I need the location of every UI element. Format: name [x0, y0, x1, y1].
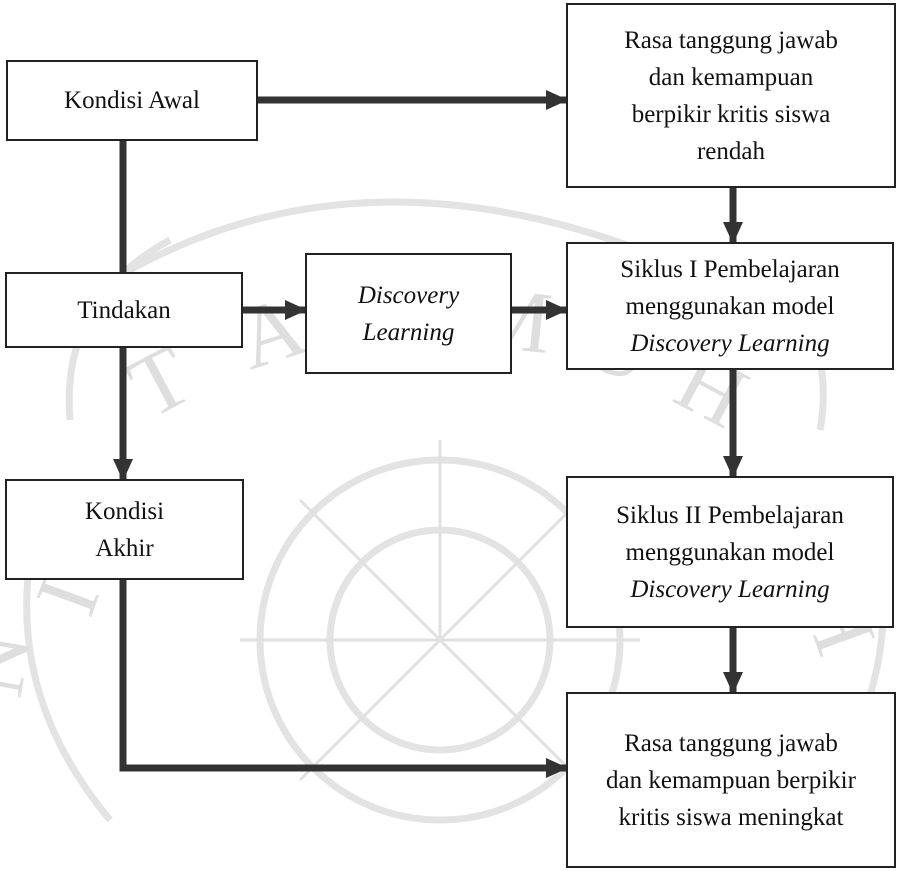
node-text: Rasa tanggung jawab [624, 729, 838, 757]
node-text: berpikir kritis siswa [631, 100, 831, 128]
node-siklus-1: Siklus I Pembelajaran menggunakan model … [566, 242, 894, 370]
node-text: Learning [362, 318, 455, 346]
node-text: menggunakan model [625, 538, 835, 566]
node-discovery-learning: Discovery Learning [305, 253, 512, 374]
node-text: Rasa tanggung jawab [624, 26, 838, 54]
node-text: Kondisi [84, 497, 165, 525]
node-text: menggunakan model [625, 292, 835, 320]
node-text: Discovery Learning [630, 575, 830, 603]
node-text: Siklus II Pembelajaran [616, 501, 844, 529]
node-text: Discovery Learning [630, 329, 830, 357]
node-tindakan: Tindakan [5, 272, 243, 348]
node-kondisi-awal: Kondisi Awal [6, 60, 258, 141]
node-text: dan kemampuan berpikir [606, 766, 856, 794]
node-rendah: Rasa tanggung jawab dan kemampuan berpik… [566, 3, 896, 188]
node-text: Discovery [357, 281, 460, 309]
node-text: Tindakan [77, 296, 171, 324]
node-meningkat: Rasa tanggung jawab dan kemampuan berpik… [566, 692, 896, 868]
node-text: Siklus I Pembelajaran [620, 255, 840, 283]
node-siklus-2: Siklus II Pembelajaran menggunakan model… [566, 476, 894, 628]
node-text: Kondisi Awal [64, 87, 200, 114]
node-text: rendah [696, 137, 766, 165]
arrow-akhir-to-meningkat [119, 580, 568, 778]
node-text: Akhir [95, 534, 154, 562]
node-text: dan kemampuan [648, 63, 814, 91]
node-kondisi-akhir: Kondisi Akhir [5, 479, 244, 580]
node-text: kritis siswa meningkat [618, 803, 844, 831]
